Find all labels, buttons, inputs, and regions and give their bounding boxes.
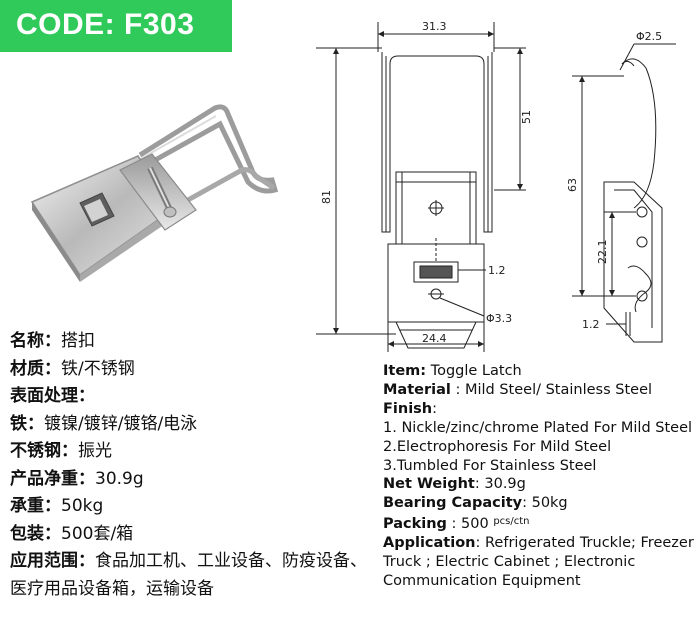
cn-spec-stainless: 不锈钢：振光 [10,441,112,461]
en-spec-packing: Packing : 500 pcs/ctn [383,516,530,533]
en-finish-2: 2.Electrophoresis For Mild Steel [383,438,612,455]
dim-hole-diameter: Φ3.3 [486,312,512,325]
en-spec-application: Application: Refrigerated Truckle; Freez… [383,535,694,589]
cn-spec-name: 名称：搭扣 [10,331,95,351]
cn-spec-surface: 表面处理： [10,386,95,406]
dim-thickness: 1.2 [582,318,600,331]
en-spec-bearing: Bearing Capacity: 50kg [383,495,568,512]
en-spec-item: Item: Toggle Latch [383,363,522,379]
dim-slot: 1.2 [488,264,506,277]
english-specs: Item: Toggle Latch Material : Mild Steel… [383,362,699,591]
cn-spec-weight: 产品净重：30.9g [10,468,144,489]
en-spec-finish: Finish: [383,400,438,417]
product-photo [30,104,279,282]
dim-wire-diameter: Φ2.5 [636,30,662,43]
dim-lower-height: 22.1 [596,240,609,265]
product-code: CODE: F303 [16,8,195,41]
cn-spec-load: 承重：50kg [10,496,104,516]
dim-side-height: 63 [566,178,579,192]
dim-top-width: 31.3 [422,20,447,33]
dim-hook-height: 51 [520,110,533,124]
cn-spec-packing: 包装：500套/箱 [10,523,134,544]
en-spec-weight: Net Weight: 30.9g [383,476,526,493]
en-finish-3: 3.Tumbled For Stainless Steel [383,457,597,474]
cn-spec-material: 材质：铁/不锈钢 [10,358,135,379]
cn-spec-application: 应用范围：食品加工机、工业设备、防疫设备、医疗用品设备箱，运输设备 [10,551,367,599]
en-finish-1: 1. Nickle/zinc/chrome Plated For Mild St… [383,419,693,436]
product-code-badge: CODE: F303 [0,0,232,52]
dim-total-height: 81 [320,190,333,204]
chinese-specs: 名称：搭扣 材质：铁/不锈钢 表面处理： 铁：镀镍/镀锌/镀铬/电泳 不锈钢：振… [10,328,382,603]
dim-base-width: 24.4 [422,332,447,345]
cn-spec-iron: 铁：镀镍/镀锌/镀铬/电泳 [10,413,198,434]
technical-drawing: 31.3 51 81 1.2 Φ3.3 24.4 Φ2.5 63 22.1 1.… [316,20,676,352]
en-spec-material: Material : Mild Steel/ Stainless Steel [383,381,653,398]
